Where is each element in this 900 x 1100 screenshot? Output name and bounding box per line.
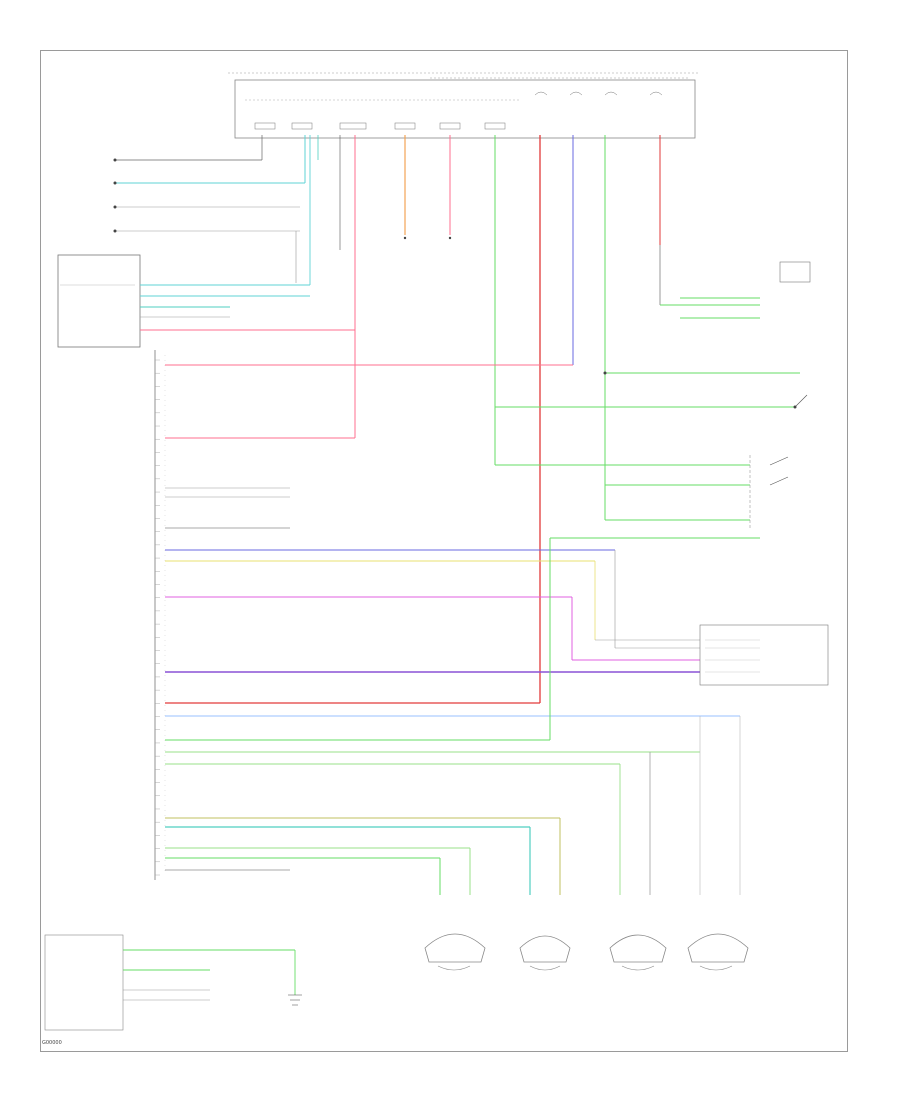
lower-left-module xyxy=(44,934,302,1031)
right-switch-circuits xyxy=(495,371,808,530)
diagram-border xyxy=(40,50,848,1052)
upper-left-module xyxy=(57,135,355,348)
right-top-components xyxy=(660,261,811,319)
wheel-speed-sensor-rr xyxy=(519,935,571,971)
wheel-speed-sensors xyxy=(424,933,749,971)
top-vertical-drops xyxy=(317,135,661,703)
power-distribution-box xyxy=(228,72,700,139)
module-circuits xyxy=(165,330,760,895)
abs-module-connector xyxy=(154,350,166,880)
diagram-code: G00000 xyxy=(42,1040,62,1046)
wheel-speed-sensor-lf xyxy=(424,933,486,971)
left-top-circuits xyxy=(113,135,306,233)
wheel-speed-sensor-lr xyxy=(609,934,667,971)
wheel-speed-sensor-rf xyxy=(687,933,749,971)
connector-pin-ticks xyxy=(155,359,160,876)
right-lower-connector xyxy=(699,624,829,686)
